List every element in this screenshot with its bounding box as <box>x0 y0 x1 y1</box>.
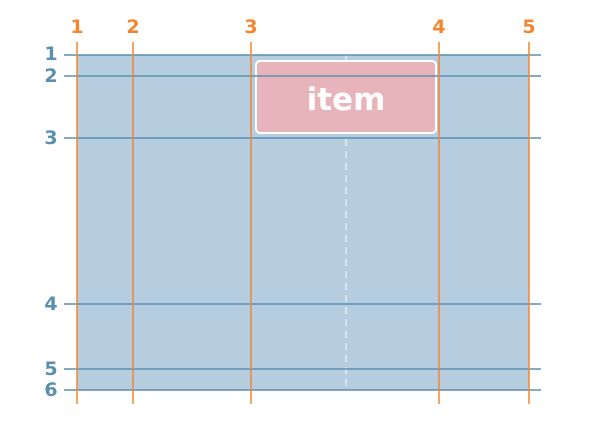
column-label-2: 2 <box>126 16 139 38</box>
row-label-4: 4 <box>44 293 57 315</box>
column-label-5: 5 <box>522 16 535 38</box>
row-label-1: 1 <box>44 43 57 65</box>
column-labels: 1 2 3 4 5 <box>70 16 535 38</box>
column-label-1: 1 <box>70 16 83 38</box>
grid-item-label: item <box>307 82 386 118</box>
row-label-3: 3 <box>44 127 57 149</box>
grid-item <box>255 60 437 134</box>
column-label-3: 3 <box>244 16 257 38</box>
row-label-2: 2 <box>44 65 57 87</box>
grid-item-box <box>255 60 437 134</box>
column-lines <box>76 42 530 404</box>
row-lines <box>64 54 541 391</box>
column-label-4: 4 <box>432 16 445 38</box>
row-label-5: 5 <box>44 358 57 380</box>
row-labels: 1 2 3 4 5 6 <box>44 43 57 401</box>
row-label-6: 6 <box>44 379 57 401</box>
